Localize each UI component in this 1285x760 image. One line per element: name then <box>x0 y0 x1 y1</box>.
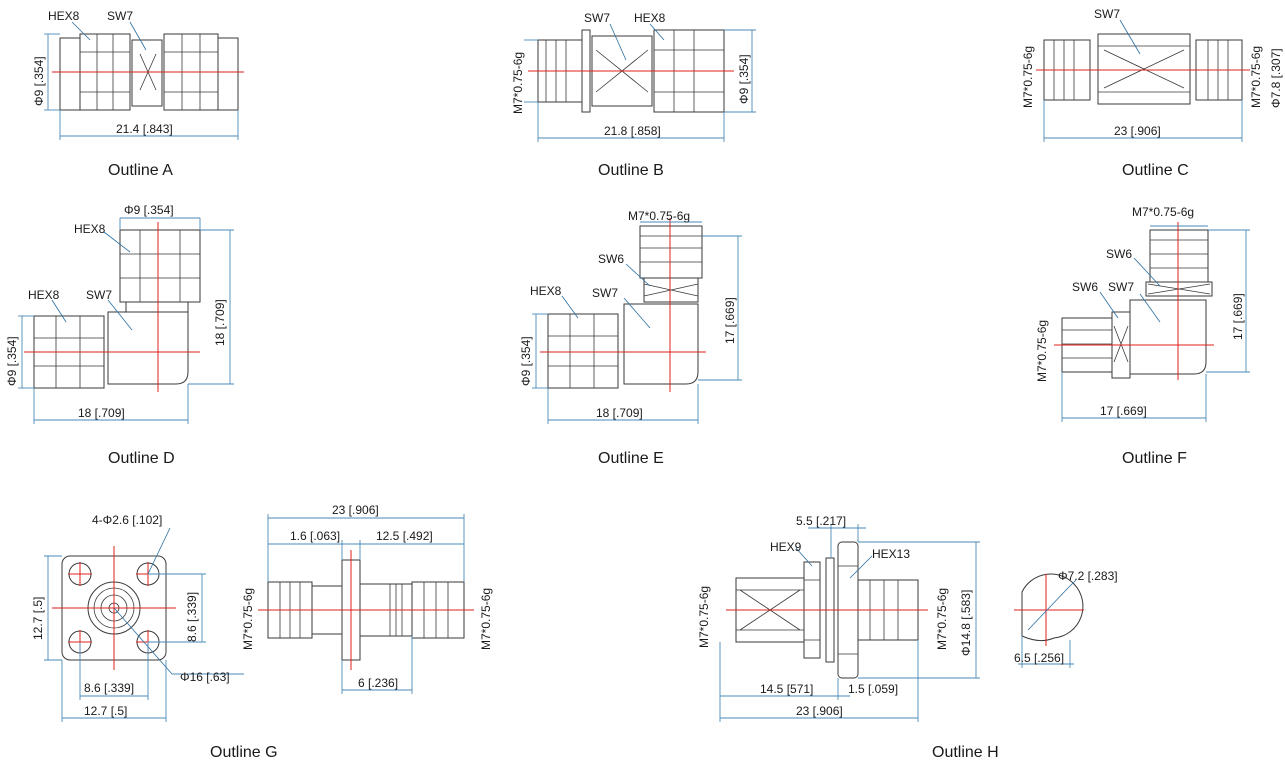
outline-c: SW7 M7*0.75-6g M7*0.75-6g Φ7.8 [.307] 23… <box>1021 7 1283 179</box>
outline-c-dia-label: Φ7.8 [.307] <box>1269 48 1283 108</box>
outline-e-sw7-label: SW7 <box>592 286 618 300</box>
outline-a-sw-label: SW7 <box>107 9 133 23</box>
outline-g-length-label: 23 [.906] <box>332 503 379 517</box>
outline-b-length-label: 21.8 [.858] <box>604 124 661 138</box>
outline-d-hex-top-label: HEX8 <box>74 222 106 236</box>
outline-h-dcut-view: Φ7.2 [.283] 6.5 [.256] <box>1014 569 1118 668</box>
outline-g-thread-left-label: M7*0.75-6g <box>241 588 255 650</box>
outline-g-flange-dia-label: Φ16 [.63] <box>180 670 230 684</box>
outline-a-length-label: 21.4 [.843] <box>116 122 173 136</box>
outline-e-height-label: 17 [.669] <box>723 297 737 344</box>
outline-d-caption: Outline D <box>108 450 175 467</box>
outline-g-body-len-label: 12.5 [.492] <box>376 529 433 543</box>
outline-e-caption: Outline E <box>598 450 664 467</box>
outline-g-flange-h-label: 12.7 [.5] <box>31 597 45 640</box>
outline-h-len-a-label: 14.5 [571] <box>760 682 813 696</box>
outline-h-thread-right-label: M7*0.75-6g <box>935 588 949 650</box>
outline-d-sw-label: SW7 <box>86 288 112 302</box>
outline-d-height-label: 18 [.709] <box>213 299 227 346</box>
outline-g-flange-w-label: 12.7 [.5] <box>84 704 127 718</box>
outline-e-thread-label: M7*0.75-6g <box>628 209 690 223</box>
outline-g-offset-label: 1.6 [.063] <box>290 529 340 543</box>
outline-a-dia-label: Φ9 [.354] <box>32 56 46 106</box>
outline-e-sw6-label: SW6 <box>598 252 624 266</box>
outline-e-dia-label: Φ9 [.354] <box>519 336 533 386</box>
outline-f-sw6-top-label: SW6 <box>1106 247 1132 261</box>
outline-f-caption: Outline F <box>1122 450 1187 467</box>
outline-h-dcut-flat-label: 6.5 [.256] <box>1014 651 1064 665</box>
outline-f-thread-left-label: M7*0.75-6g <box>1035 320 1049 382</box>
outline-b-caption: Outline B <box>598 162 664 179</box>
outline-f-height-label: 17 [.669] <box>1231 293 1245 340</box>
outline-b-hex-label: HEX8 <box>634 11 666 25</box>
outline-e: M7*0.75-6g SW6 HEX8 SW7 Φ9 [.354] 17 [.6… <box>519 209 742 467</box>
outline-g-caption: Outline G <box>210 744 278 760</box>
outline-a-hex-label: HEX8 <box>48 9 80 23</box>
outline-b: SW7 HEX8 M7*0.75-6g Φ9 [.354] 21.8 [.858… <box>511 11 756 179</box>
outline-g-hole-spacing-h-label: 8.6 [.339] <box>84 681 134 695</box>
outline-e-hex-label: HEX8 <box>530 284 562 298</box>
outline-h-hex9-label: HEX9 <box>770 540 802 554</box>
outline-g-holes-label: 4-Φ2.6 [.102] <box>92 513 162 527</box>
outline-a: HEX8 SW7 Φ9 [.354] 21.4 [.843] Outline A <box>32 9 244 179</box>
outline-h-len-b-label: 1.5 [.059] <box>848 682 898 696</box>
outline-g-side-view: 23 [.906] 1.6 [.063] 12.5 [.492] M7*0.75… <box>210 503 493 760</box>
outline-f-sw6-left-label: SW6 <box>1072 280 1098 294</box>
outline-f-width-label: 17 [.669] <box>1100 404 1147 418</box>
outline-h-caption: Outline H <box>932 744 999 760</box>
outline-b-thread-label: M7*0.75-6g <box>511 52 525 114</box>
outline-e-width-label: 18 [.709] <box>596 406 643 420</box>
outline-h-length-label: 23 [.906] <box>796 704 843 718</box>
outline-c-thread-right-label: M7*0.75-6g <box>1249 46 1263 108</box>
outline-h-panel-label: 5.5 [.217] <box>796 514 846 528</box>
outline-a-caption: Outline A <box>108 162 173 179</box>
outline-d-dia-top-label: Φ9 [.354] <box>124 203 174 217</box>
outline-h: 5.5 [.217] HEX9 HEX13 M7*0.75-6g M7*0.75… <box>697 514 999 760</box>
outline-c-thread-left-label: M7*0.75-6g <box>1021 46 1035 108</box>
outline-c-sw-label: SW7 <box>1094 7 1120 21</box>
outline-g-front-view: 4-Φ2.6 [.102] 12.7 [.5] 8.6 [.339] Φ16 [… <box>31 513 244 722</box>
outline-g-thread-right-label: M7*0.75-6g <box>479 588 493 650</box>
outline-d-hex-left-label: HEX8 <box>28 288 60 302</box>
outline-b-dia-label: Φ9 [.354] <box>737 54 751 104</box>
outline-c-length-label: 23 [.906] <box>1114 124 1161 138</box>
outline-h-dia-label: Φ14.8 [.583] <box>959 590 973 656</box>
outline-g-hole-spacing-v-label: 8.6 [.339] <box>185 592 199 642</box>
outline-f-thread-top-label: M7*0.75-6g <box>1132 205 1194 219</box>
outline-h-thread-left-label: M7*0.75-6g <box>697 586 711 648</box>
outline-c-caption: Outline C <box>1122 162 1189 179</box>
outline-d: Φ9 [.354] HEX8 HEX8 SW7 Φ9 [.354] 18 [.7… <box>5 203 234 467</box>
outline-f-sw7-label: SW7 <box>1108 280 1134 294</box>
outline-d-width-label: 18 [.709] <box>78 406 125 420</box>
outline-h-dcut-dia-label: Φ7.2 [.283] <box>1058 569 1118 583</box>
outline-h-hex13-label: HEX13 <box>872 547 910 561</box>
outline-b-sw-label: SW7 <box>584 11 610 25</box>
outline-g-flange-len-label: 6 [.236] <box>358 676 398 690</box>
outline-d-dia-left-label: Φ9 [.354] <box>5 336 19 386</box>
outline-f: M7*0.75-6g SW6 SW6 SW7 M7*0.75-6g 17 [.6… <box>1035 205 1250 467</box>
